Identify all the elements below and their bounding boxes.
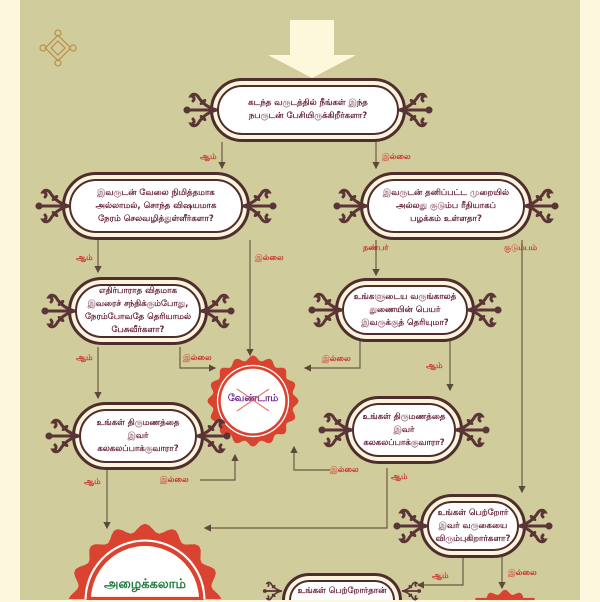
label-family: குடும்பம் xyxy=(504,243,538,252)
question-node-partner-name: உங்களுடைய வருங்காலத் துணையின் பெயர் இவரு… xyxy=(335,278,475,342)
node-text: உங்கள் பெற்றோர்தான் xyxy=(297,586,387,596)
node-text: உங்கள் திருமணத்தை இவர் கலகலப்பாக்குவாரா? xyxy=(362,411,446,448)
question-node-chance-meeting: எதிர்பாராத விதமாக இவரைச் சந்திக்கும்போது… xyxy=(68,277,208,345)
label-yes: ஆம் xyxy=(76,353,93,362)
flourish-icon xyxy=(395,580,429,602)
label-yes: ஆம் xyxy=(391,472,408,481)
label-yes: ஆம் xyxy=(200,152,217,161)
outcome-invite: அழைக்கலாம் xyxy=(104,577,186,592)
flourish-icon xyxy=(456,410,490,450)
outcome-text: வேண்டாம் xyxy=(227,393,279,404)
flourish-icon xyxy=(393,506,427,546)
flourish-icon xyxy=(519,506,553,546)
flourish-icon xyxy=(197,416,231,456)
label-friend: நண்பர் xyxy=(363,243,389,252)
flourish-icon xyxy=(318,410,352,450)
question-node-parents: உங்கள் பெற்றோர்தான் xyxy=(282,573,402,600)
flourish-icon xyxy=(183,90,217,130)
node-text: இவருடன் வேலை நிமித்தமாக அல்லாமல், சொந்த … xyxy=(95,187,217,224)
node-text: இவருடன் தனிப்பட்ட முறையில் அல்லது குடும்… xyxy=(382,187,510,224)
question-node-family-relation: இவருடன் தனிப்பட்ட முறையில் அல்லது குடும்… xyxy=(360,172,532,240)
flourish-icon xyxy=(525,186,559,226)
label-no: இல்லை xyxy=(322,354,351,363)
question-node-parents-like: உங்கள் பெற்றோர் இவர் வருகையை விரும்புகிற… xyxy=(420,494,526,558)
label-no: இல்லை xyxy=(508,568,537,577)
outcome-dont-invite: வேண்டாம் xyxy=(223,388,283,412)
node-text: உங்கள் பெற்றோர் இவர் வருகையை விரும்புகிற… xyxy=(435,507,511,544)
node-text: எதிர்பாராத விதமாக இவரைச் சந்திக்கும்போது… xyxy=(84,286,192,335)
flourish-icon xyxy=(308,290,342,330)
flourish-icon xyxy=(468,290,502,330)
down-arrow-icon xyxy=(268,20,356,78)
question-node-talked-last-year: கடந்த வருடத்தில் நீங்கள் இந்த நபருடன் பே… xyxy=(210,78,406,142)
flourish-icon xyxy=(45,416,79,456)
arrow-q6-no xyxy=(200,453,239,481)
dont-invite-seal-bottom xyxy=(464,589,546,600)
label-no: இல்லை xyxy=(160,475,189,484)
dont-invite-seal xyxy=(207,355,299,447)
label-yes: ஆம் xyxy=(76,253,93,262)
cross-icon xyxy=(236,388,270,412)
node-text: உங்களுடைய வருங்காலத் துணையின் பெயர் இவரு… xyxy=(353,291,457,328)
flourish-icon xyxy=(255,580,289,602)
label-no: இல்லை xyxy=(183,353,212,362)
flourish-icon xyxy=(333,186,367,226)
label-no: இல்லை xyxy=(382,152,411,161)
label-no: இல்லை xyxy=(330,465,359,474)
endless-knot-icon xyxy=(39,29,77,67)
arrow-q8-yes xyxy=(416,557,464,589)
label-yes: ஆம் xyxy=(432,571,449,580)
label-yes: ஆம் xyxy=(84,477,101,486)
node-text: கடந்த வருடத்தில் நீங்கள் இந்த நபருடன் பே… xyxy=(248,98,368,121)
flourish-icon xyxy=(41,291,75,331)
question-node-liven-wedding-right: உங்கள் திருமணத்தை இவர் கலகலப்பாக்குவாரா? xyxy=(345,396,463,464)
arrow-q7-no xyxy=(290,445,330,471)
question-node-personal-time: இவருடன் வேலை நிமித்தமாக அல்லாமல், சொந்த … xyxy=(62,172,250,240)
flourish-icon xyxy=(399,90,433,130)
label-yes: ஆம் xyxy=(426,361,443,370)
label-no: இல்லை xyxy=(255,253,284,262)
arrow-q5-no xyxy=(303,340,361,372)
flourish-icon xyxy=(243,186,277,226)
arrow-q7-yes xyxy=(203,468,388,532)
invite-seal xyxy=(68,523,222,600)
flourish-icon xyxy=(201,291,235,331)
question-node-liven-wedding-left: உங்கள் திருமணத்தை இவர் கலகலப்பாக்குவாரா? xyxy=(72,402,204,470)
node-text: உங்கள் திருமணத்தை இவர் கலகலப்பாக்குவாரா? xyxy=(96,417,180,454)
flourish-icon xyxy=(35,186,69,226)
arrow-q4-no xyxy=(179,347,217,372)
